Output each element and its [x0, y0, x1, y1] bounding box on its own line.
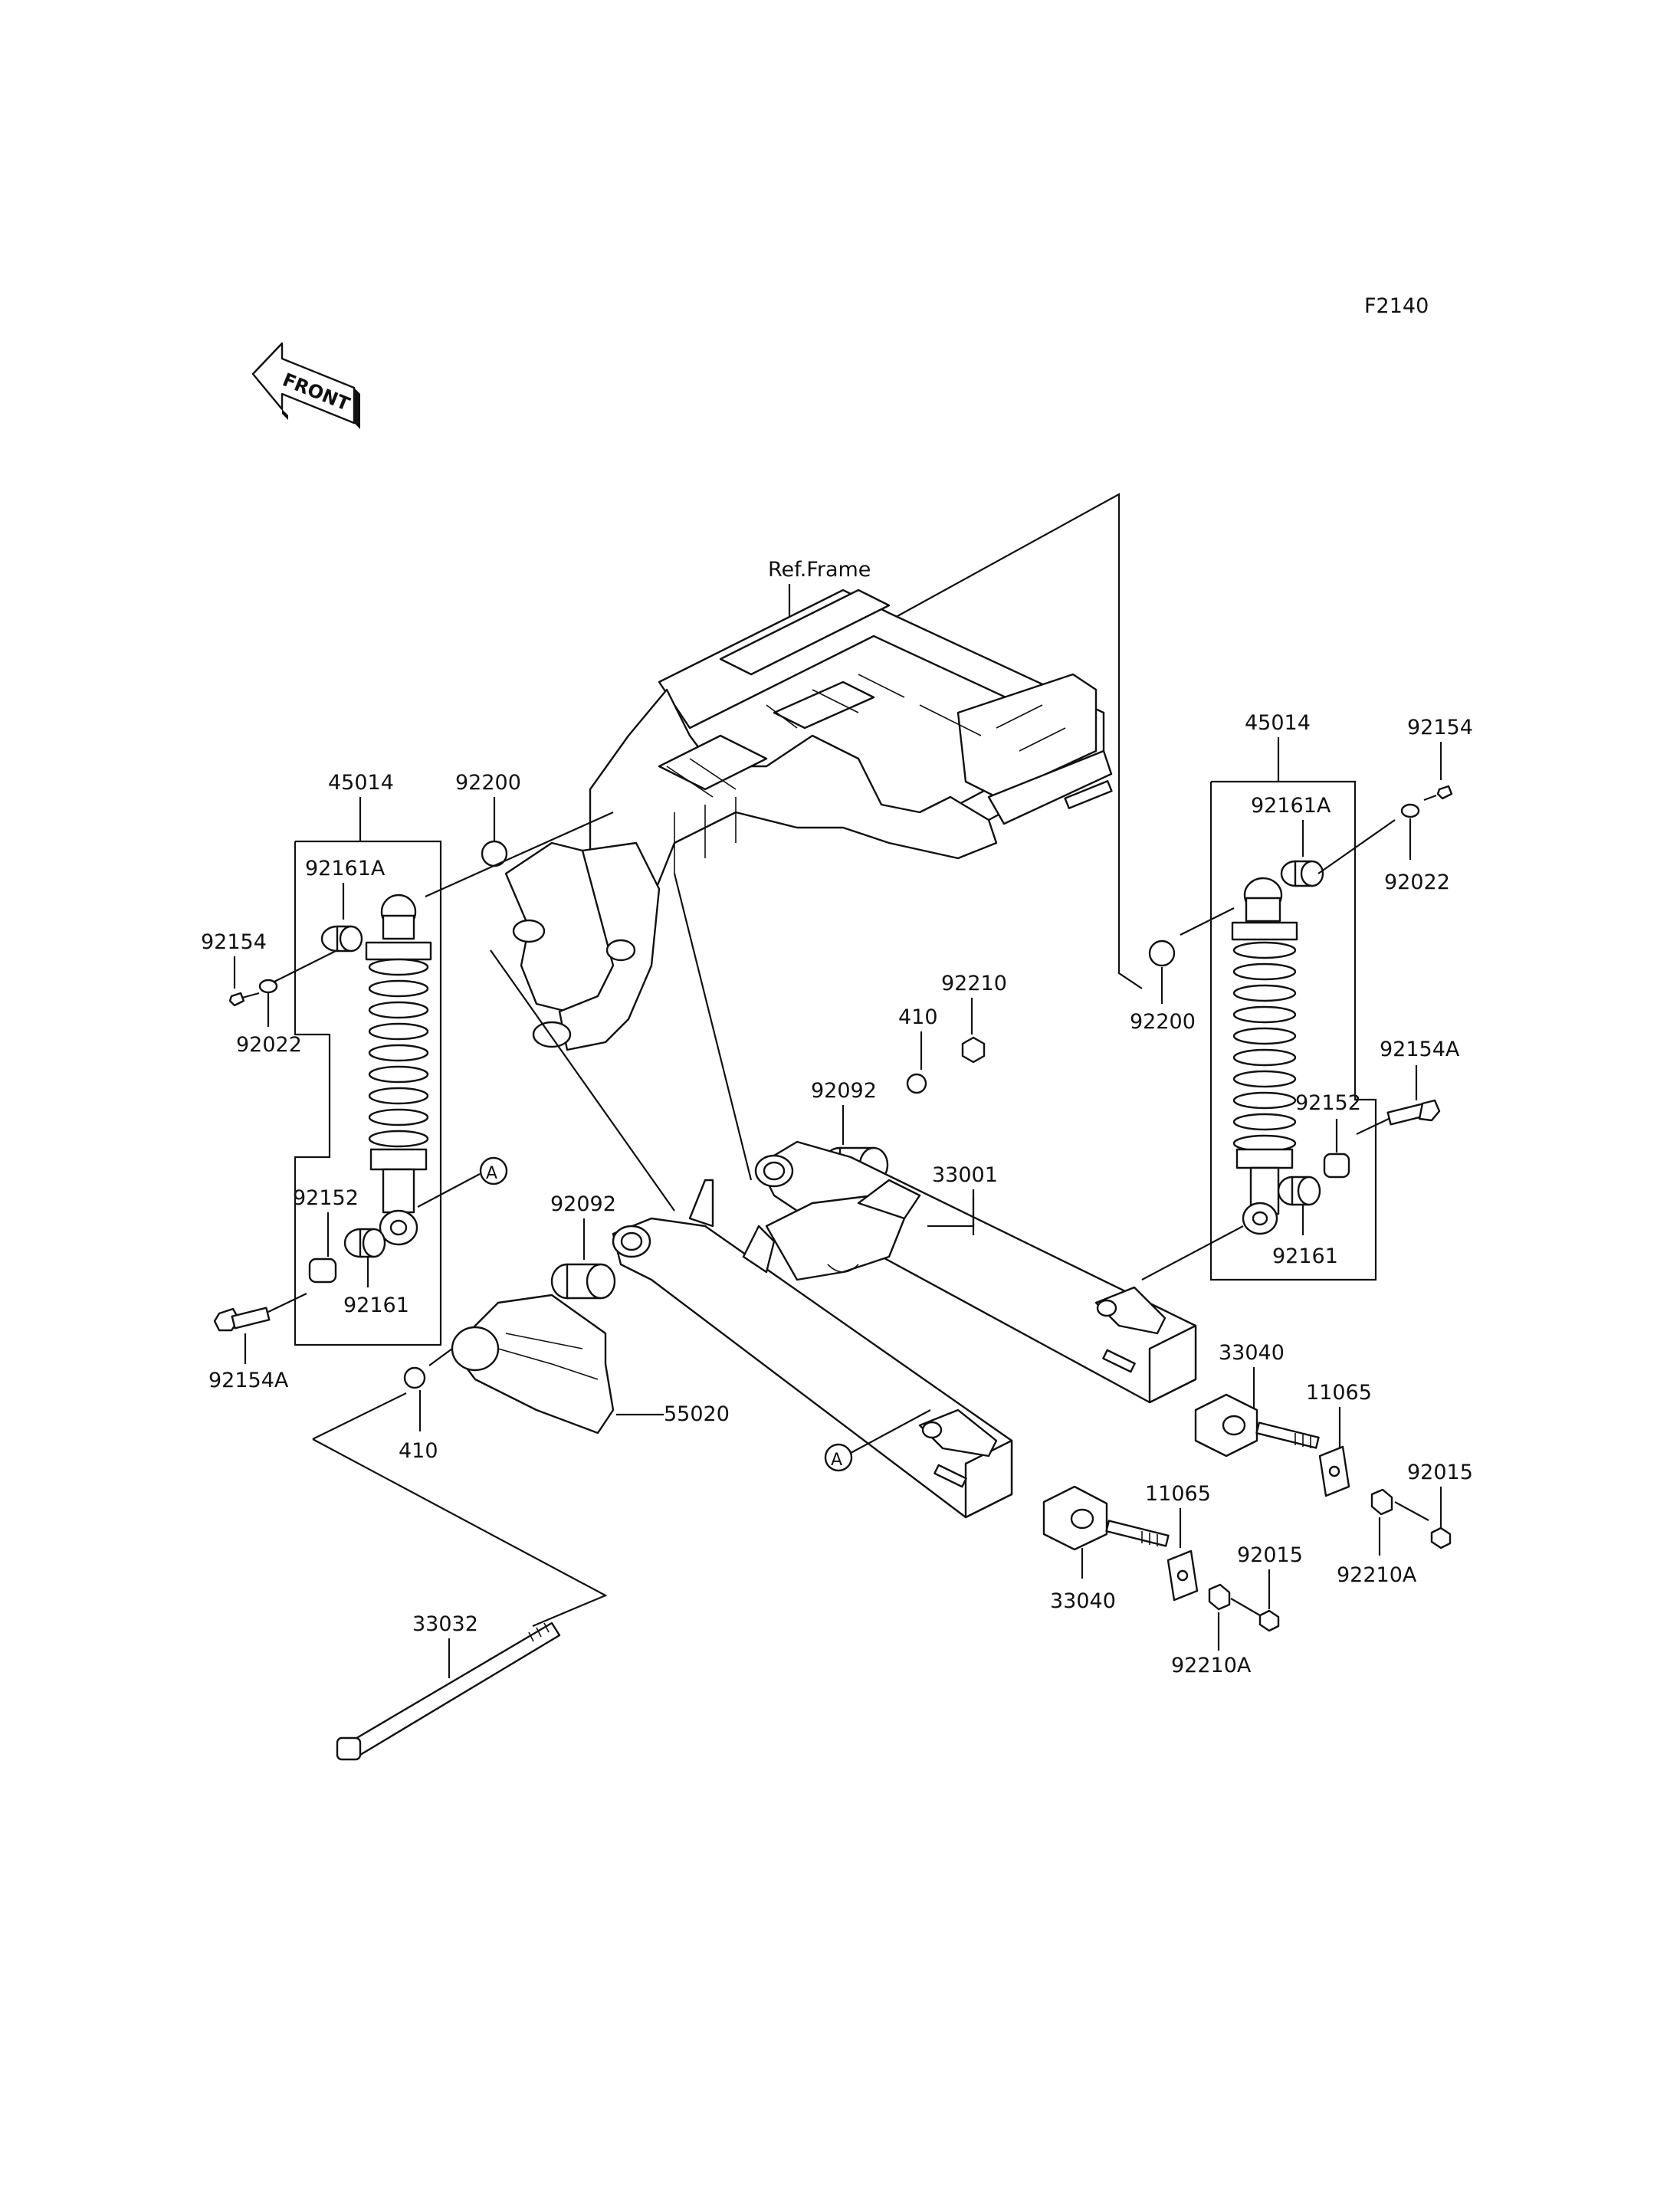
nut-right-end-label: 92015	[1407, 1461, 1473, 1484]
pivot-nut-icon	[961, 1036, 986, 1064]
nut-right-flange-icon	[1370, 1488, 1393, 1516]
left-small-washer-label: 92022	[236, 1033, 302, 1057]
pivot-washer-left-label: 410	[399, 1439, 438, 1463]
pivot-shaft-label: 33032	[412, 1612, 478, 1636]
right-small-washer-label: 92022	[1384, 871, 1450, 894]
right-lower-bushing-label: 92161	[1272, 1244, 1338, 1268]
pivot-washer-right-icon	[906, 1073, 927, 1094]
right-collar-label: 92152	[1295, 1091, 1361, 1115]
chain-cover	[451, 1294, 615, 1435]
right-small-bolt-icon	[1423, 785, 1453, 802]
pivot-bushing-left-label: 92092	[550, 1192, 616, 1216]
left-lower-bolt-icon	[213, 1307, 271, 1332]
chain-cover-label: 55020	[664, 1402, 730, 1426]
swingarm-label: 33001	[932, 1163, 998, 1187]
callout-a-left-letter: A	[486, 1164, 497, 1183]
frame-reference: Ref.Frame	[490, 493, 1143, 1212]
nut-left-flange-icon	[1208, 1583, 1231, 1611]
left-upper-washer-label: 92200	[455, 771, 521, 795]
left-small-washer-icon	[258, 979, 278, 994]
right-upper-bushing-label: 92161A	[1251, 794, 1331, 818]
right-lower-bolt-icon	[1386, 1099, 1441, 1126]
adjuster-right-label: 33040	[1219, 1341, 1285, 1365]
callout-a-left	[479, 1156, 508, 1185]
swingarm	[612, 1140, 1197, 1519]
pivot-washer-left-icon	[403, 1366, 426, 1389]
left-shock-absorber	[365, 894, 432, 1246]
swingarm-group: 92210 410 92092	[312, 972, 1197, 1761]
right-shock-absorber	[1231, 877, 1298, 1235]
right-small-bolt-label: 92154	[1407, 716, 1473, 739]
nut-left-end-icon	[1258, 1609, 1280, 1632]
right-upper-washer-icon	[1148, 939, 1176, 967]
right-lower-bolt-label: 92154A	[1380, 1038, 1460, 1061]
pivot-bushing-right-label: 92092	[811, 1079, 877, 1103]
front-arrow-icon: FRONT	[251, 342, 360, 429]
left-small-bolt-label: 92154	[201, 930, 267, 954]
right-collar-icon	[1323, 1153, 1350, 1179]
nut-left-flange-label: 92210A	[1171, 1654, 1252, 1677]
pivot-shaft	[336, 1622, 561, 1761]
adjuster-left-group: 33040 11065 92210A 92015	[1042, 1482, 1303, 1677]
nut-left-end-label: 92015	[1237, 1543, 1303, 1567]
left-collar-label: 92152	[293, 1186, 359, 1210]
adjuster-left-label: 33040	[1050, 1589, 1116, 1613]
callout-a-swingarm	[824, 1443, 853, 1472]
left-small-bolt-icon	[228, 992, 260, 1007]
left-lower-bolt-label: 92154A	[208, 1369, 289, 1392]
nut-right-flange-label: 92210A	[1337, 1563, 1417, 1587]
pivot-washer-right-label: 410	[898, 1005, 938, 1029]
right-upper-washer-label: 92200	[1130, 1010, 1196, 1034]
right-shock-group: 45014 92154	[1130, 711, 1473, 1281]
left-upper-bushing-label: 92161A	[305, 857, 386, 880]
nut-right-end-icon	[1430, 1526, 1452, 1549]
left-shock-group: 45014 92161A	[201, 771, 614, 1392]
figure-code: F2140	[1364, 294, 1429, 318]
pivot-nut-label: 92210	[941, 972, 1007, 995]
left-lower-bushing-label: 92161	[343, 1294, 409, 1317]
ref-frame-label: Ref.Frame	[768, 558, 871, 582]
right-shock-assy-label: 45014	[1245, 711, 1311, 735]
plate-right-label: 11065	[1306, 1381, 1372, 1405]
adjuster-right-icon	[1194, 1393, 1320, 1458]
right-small-washer-icon	[1400, 803, 1420, 818]
callout-a-swingarm-letter: A	[831, 1451, 842, 1470]
adjuster-right-group: 33040 11065 92210A 92015	[1194, 1341, 1473, 1587]
plate-left-label: 11065	[1145, 1482, 1211, 1506]
left-shock-assy-label: 45014	[328, 771, 394, 795]
adjuster-left-icon	[1042, 1485, 1170, 1551]
pivot-bushing-left-icon	[550, 1263, 616, 1300]
left-collar-icon	[308, 1258, 337, 1284]
